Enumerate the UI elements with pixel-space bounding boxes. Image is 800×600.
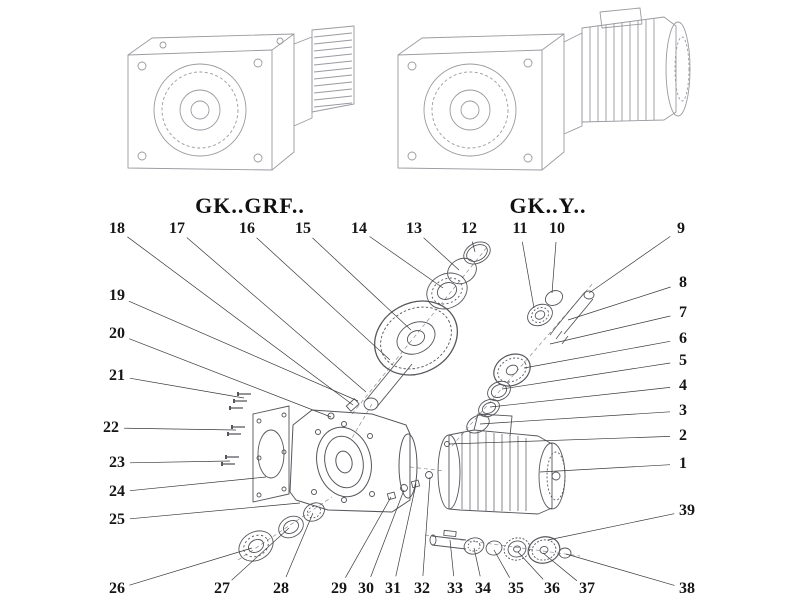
electric-motor: [437, 413, 566, 515]
ring-4: [478, 398, 500, 418]
leader-line-35: [493, 549, 510, 578]
leader-line-25: [129, 502, 301, 520]
leader-line-4: [489, 387, 671, 408]
leader-line-3: [479, 411, 671, 425]
ring-13: [447, 257, 477, 285]
leader-line-30: [370, 489, 405, 578]
output-shaft: [345, 355, 413, 412]
leader-line-27: [231, 527, 290, 581]
leader-lines-layer: [123, 236, 675, 586]
leader-line-10: [551, 241, 557, 294]
leader-line-23: [129, 460, 231, 464]
model-label-y: GK..Y..: [509, 193, 587, 218]
leader-line-28: [285, 512, 314, 578]
leader-line-31: [395, 483, 417, 577]
leader-line-13: [423, 237, 460, 271]
leader-line-17: [186, 237, 367, 393]
leader-line-7: [549, 315, 671, 345]
model-label-grf: GK..GRF..: [195, 193, 305, 218]
leader-line-22: [123, 427, 237, 431]
leader-line-18: [127, 236, 354, 406]
leader-line-32: [422, 476, 431, 577]
leader-line-36: [517, 551, 544, 580]
leader-line-29: [345, 496, 392, 578]
input-gear: [493, 353, 531, 387]
leader-line-39: [547, 513, 675, 541]
bolts: [221, 392, 251, 466]
leader-line-37: [542, 552, 578, 582]
leader-line-21: [129, 377, 245, 399]
bottom-left-bearing-set: [238, 502, 325, 562]
gearbox-grf-drawing: [127, 25, 355, 171]
assembly-axis-lines: [237, 245, 595, 561]
ring-12: [463, 241, 491, 265]
gearbox-y-drawing: [397, 7, 691, 171]
leader-line-9: [588, 236, 671, 294]
leader-line-1: [539, 464, 671, 473]
leader-line-19: [128, 300, 359, 402]
ring-5: [487, 380, 511, 402]
leader-line-34: [473, 547, 481, 577]
leader-line-12: [471, 241, 476, 253]
cover-plate: [252, 405, 290, 503]
leader-line-20: [128, 338, 332, 418]
input-bearing: [527, 303, 553, 327]
bottom-shaft-assembly: [429, 529, 572, 564]
gear-housing: [289, 409, 418, 513]
leader-line-16: [256, 237, 391, 361]
main-gear: [373, 300, 459, 376]
leader-line-8: [567, 286, 671, 321]
ring-10: [544, 290, 564, 306]
leader-line-6: [523, 340, 671, 369]
leader-line-11: [521, 241, 535, 309]
leader-line-14: [369, 236, 444, 289]
main-bearing: [426, 272, 468, 310]
leader-line-33: [449, 539, 455, 577]
leader-line-2: [448, 436, 671, 445]
exploded-parts: [221, 241, 595, 564]
input-pinion-shaft: [549, 290, 595, 345]
adapter-hardware: [386, 471, 433, 501]
leader-line-15: [312, 237, 412, 331]
leader-line-5: [501, 362, 671, 390]
leader-line-26: [129, 547, 253, 586]
leader-line-24: [129, 476, 267, 492]
leader-line-38: [565, 553, 675, 586]
